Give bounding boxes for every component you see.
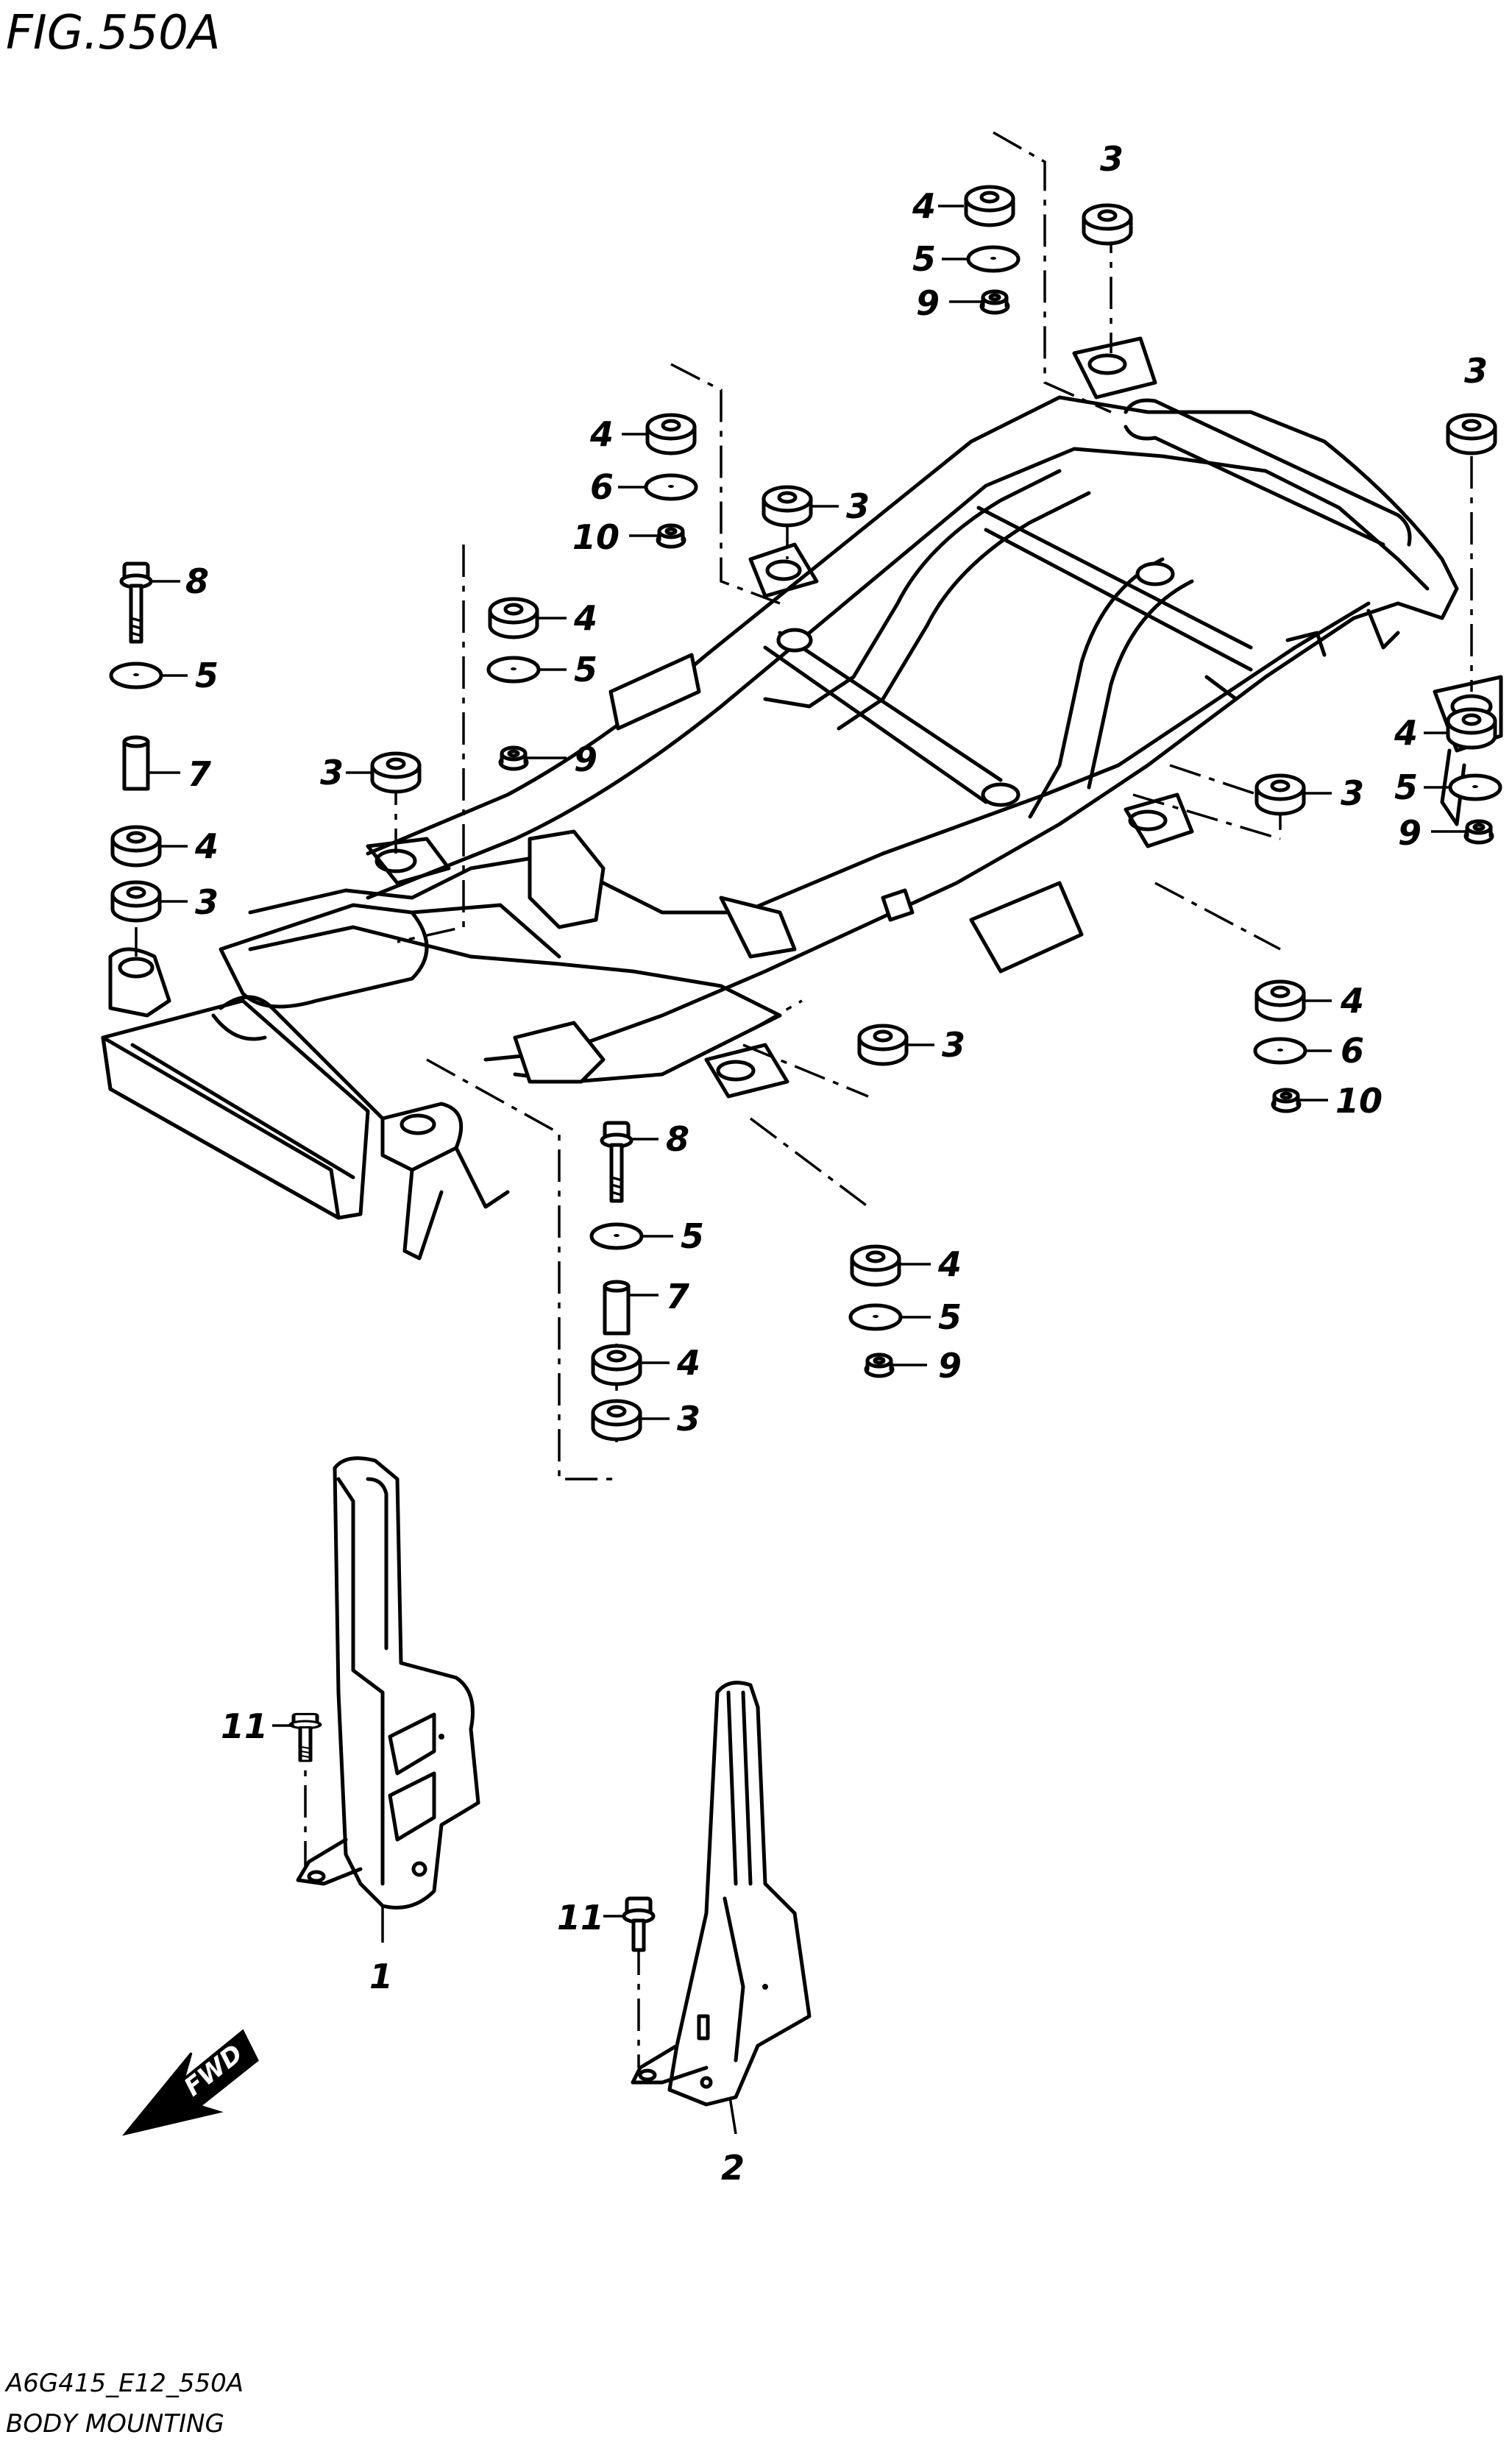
callout-5: 5 <box>1394 767 1418 807</box>
callout-6: 6 <box>1341 1031 1364 1071</box>
footer-name: BODY MOUNTING <box>6 2409 224 2439</box>
callout-5: 5 <box>681 1216 704 1256</box>
mount-stack-r7: 4 6 10 3 <box>859 981 1383 1121</box>
callout-4: 4 <box>573 598 597 638</box>
callout-7: 7 <box>188 754 211 794</box>
callout-5: 5 <box>938 1297 962 1337</box>
callout-6: 6 <box>590 467 614 507</box>
mount-stack-r9: 4 5 9 <box>851 1244 962 1386</box>
callout-3: 3 <box>195 882 219 922</box>
callout-3: 3 <box>942 1025 965 1065</box>
callout-1: 1 <box>369 1957 393 1996</box>
callout-4: 4 <box>912 186 936 226</box>
callout-9: 9 <box>574 740 597 779</box>
mount-stack-r2: 3 <box>1448 351 1495 453</box>
callout-3: 3 <box>1341 773 1364 813</box>
callout-9: 9 <box>916 283 940 323</box>
callout-5: 5 <box>574 650 597 689</box>
callout-3: 3 <box>846 486 870 526</box>
callout-4: 4 <box>937 1244 962 1284</box>
callout-4: 4 <box>589 414 614 454</box>
callout-3: 3 <box>1100 139 1124 179</box>
callout-8: 8 <box>666 1119 689 1159</box>
callout-8: 8 <box>185 561 209 601</box>
mount-stack-r6: 4 5 9 3 <box>1257 709 1500 853</box>
callout-11: 11 <box>557 1898 604 1937</box>
bracket-part-2: 11 2 <box>557 1681 812 2188</box>
callout-4: 4 <box>1340 981 1364 1021</box>
callout-7: 7 <box>666 1277 689 1316</box>
callout-9: 9 <box>938 1346 962 1386</box>
mount-stack-r3: 4 6 10 3 <box>572 414 870 557</box>
callout-10: 10 <box>1335 1081 1383 1121</box>
bracket-part-1: 11 1 <box>221 1456 480 1996</box>
callout-10: 10 <box>572 517 620 557</box>
callout-3: 3 <box>320 753 344 793</box>
callout-3: 3 <box>1464 351 1488 391</box>
mount-stack-r1: 4 5 9 3 <box>912 139 1131 323</box>
fwd-arrow-icon: FWD <box>122 2029 259 2136</box>
mount-stack-r5: 8 5 7 4 3 <box>111 561 219 922</box>
mount-stack-r4: 4 5 9 3 <box>320 598 597 793</box>
figure-title: FIG.550A <box>6 6 221 60</box>
callout-5: 5 <box>195 656 219 695</box>
callout-4: 4 <box>676 1343 700 1383</box>
footer-code: A6G415_E12_550A <box>4 2369 244 2398</box>
callout-3: 3 <box>677 1399 700 1439</box>
callout-11: 11 <box>221 1706 268 1746</box>
callout-5: 5 <box>912 239 936 279</box>
callout-4: 4 <box>194 826 219 866</box>
reference-lines <box>135 131 1473 1481</box>
chassis-frame <box>101 336 1503 1260</box>
mount-stack-r8: 8 5 7 4 3 <box>592 1119 704 1439</box>
callout-4: 4 <box>1394 713 1418 753</box>
callout-9: 9 <box>1398 813 1422 853</box>
callout-2: 2 <box>721 2148 745 2188</box>
